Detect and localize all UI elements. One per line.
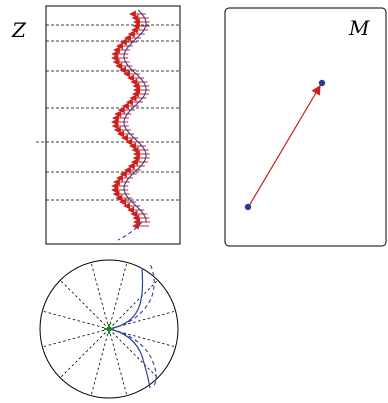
polar-spoke [42,328,110,348]
polar-curve-dashed-lower [108,328,157,387]
m-panel-frame [224,7,387,247]
polar-spoke [90,328,110,396]
m-start-point [244,203,252,211]
polar-spoke [108,328,128,396]
polar-spoke [59,328,110,379]
polar-center-marker [104,324,114,334]
polar-spoke [42,310,110,330]
polar-spoke [108,328,159,379]
polar-spoke [59,279,110,330]
polar-spoke [90,262,110,330]
m-vector-arrow [248,84,321,207]
m-end-point [318,79,326,87]
polar-circle [39,259,179,399]
polar-curve-solid-upper [108,267,144,330]
polar-diagram [39,259,179,399]
helix-curve [123,9,147,222]
polar-spoke [108,279,159,330]
m-label: M [349,16,370,40]
moment-arrows [111,10,150,230]
polar-curve-dashed-upper [108,263,155,330]
helix-panel-frame [45,5,181,245]
polar-curve-solid-lower [108,328,151,389]
polar-spoke [108,262,128,330]
z-axis-label: Z [12,18,26,42]
layer-lines [36,24,180,201]
helix-tail-dashed [117,221,143,241]
